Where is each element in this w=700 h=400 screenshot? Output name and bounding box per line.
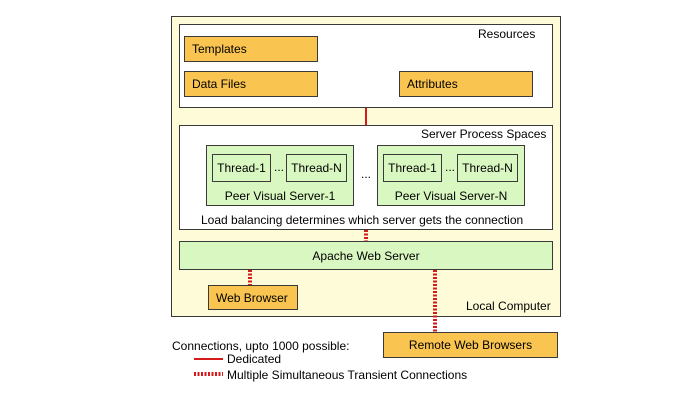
legend-dedicated-swatch bbox=[194, 358, 223, 360]
peer-visual-server-n-label: Peer Visual Server-N bbox=[394, 189, 508, 203]
server-n-thread-1: Thread-1 bbox=[383, 154, 442, 182]
server-process-spaces-label: Server Process Spaces bbox=[421, 127, 547, 141]
apache-web-server-box: Apache Web Server bbox=[179, 241, 553, 270]
data-files-label: Data Files bbox=[192, 77, 247, 91]
transient-connector-web-browser bbox=[248, 270, 252, 285]
web-browser-label: Web Browser bbox=[216, 290, 288, 305]
remote-web-browsers-label: Remote Web Browsers bbox=[408, 338, 533, 352]
remote-web-browsers-box: Remote Web Browsers bbox=[383, 332, 558, 358]
attributes-label: Attributes bbox=[407, 77, 458, 91]
server-1-thread-n-label: Thread-N bbox=[291, 161, 342, 175]
servers-ellipsis: ... bbox=[361, 167, 372, 181]
peer-visual-server-1-label: Peer Visual Server-1 bbox=[224, 189, 336, 203]
legend-transient-swatch bbox=[194, 372, 223, 376]
transient-connector-remote bbox=[433, 270, 437, 332]
web-browser-box: Web Browser bbox=[208, 285, 298, 310]
server-1-thread-1: Thread-1 bbox=[212, 154, 271, 182]
data-files-box: Data Files bbox=[184, 71, 318, 97]
dedicated-connector-resources bbox=[365, 108, 367, 125]
server-1-thread-ellipsis: ... bbox=[274, 160, 285, 174]
resources-label: Resources bbox=[478, 27, 536, 41]
local-computer-label: Local Computer bbox=[466, 299, 551, 313]
server-n-thread-1-label: Thread-1 bbox=[388, 161, 437, 175]
templates-box: Templates bbox=[184, 36, 318, 62]
legend-transient-label: Multiple Simultaneous Transient Connecti… bbox=[227, 368, 468, 382]
legend-dedicated-label: Dedicated bbox=[227, 352, 282, 366]
server-n-thread-n: Thread-N bbox=[457, 154, 518, 182]
transient-connector-apache bbox=[364, 230, 368, 241]
server-1-thread-n: Thread-N bbox=[286, 154, 347, 182]
server-1-thread-1-label: Thread-1 bbox=[217, 161, 266, 175]
server-n-thread-n-label: Thread-N bbox=[462, 161, 513, 175]
templates-label: Templates bbox=[192, 42, 247, 56]
legend-title: Connections, upto 1000 possible: bbox=[172, 339, 350, 353]
load-balancing-text: Load balancing determines which server g… bbox=[201, 213, 524, 227]
apache-web-server-label: Apache Web Server bbox=[312, 248, 420, 263]
server-n-thread-ellipsis: ... bbox=[445, 160, 456, 174]
attributes-box: Attributes bbox=[399, 71, 533, 97]
